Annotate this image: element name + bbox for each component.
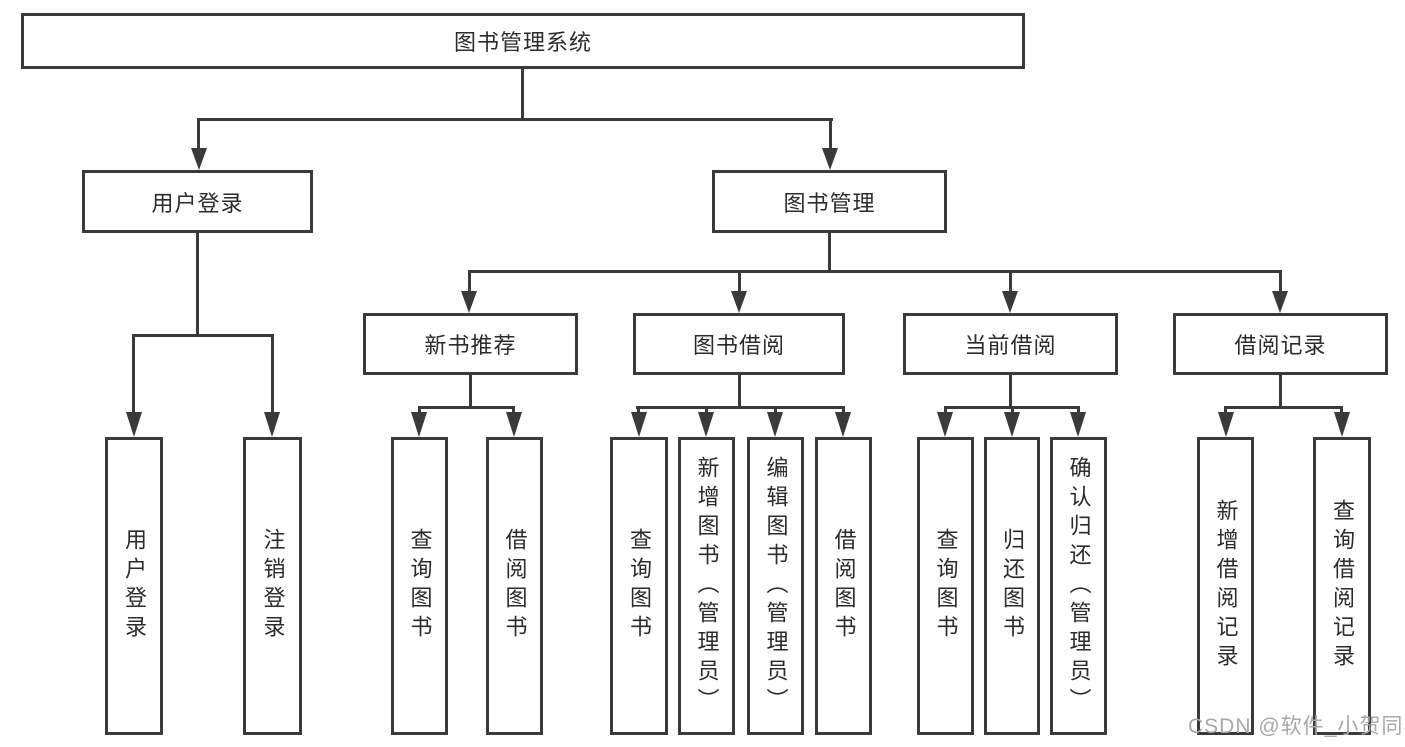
connector-user-login-hline [132,334,274,337]
arrow-down-icon [191,148,207,170]
connector-current-vline [1011,406,1014,414]
leaf-label: 新增图书（管理员） [694,455,720,717]
arrow-down-icon [1070,412,1086,437]
connector-current-vline [1077,406,1080,414]
node-leaf-return-books: 归还图书 [984,437,1040,735]
arrow-down-icon [1004,412,1020,437]
arrow-down-icon [506,412,522,437]
node-book-borrowing: 图书借阅 [633,313,845,375]
connector-book-management-vline [1279,270,1282,291]
node-leaf-user-login: 用户登录 [105,437,163,735]
node-leaf-query-books-borrowing: 查询图书 [610,437,668,735]
connector-new-book-stub [469,375,472,408]
node-leaf-confirm-return-admin: 确认归还（管理员） [1050,437,1107,735]
connector-records-hline [1224,406,1343,409]
connector-book-management-hline [468,270,1282,273]
arrow-down-icon [411,412,427,437]
arrow-down-icon [1272,291,1288,313]
leaf-label: 查询借阅记录 [1330,499,1355,673]
node-root: 图书管理系统 [21,13,1025,69]
node-user-login: 用户登录 [82,170,313,233]
node-leaf-query-borrow-record: 查询借阅记录 [1313,437,1371,735]
arrow-down-icon [835,412,851,437]
connector-new-book-vline [512,406,515,414]
arrow-down-icon [461,291,477,313]
arrow-down-icon [767,412,783,437]
connector-root-stub [521,69,524,120]
connector-borrowing-vline [637,406,640,414]
leaf-label: 归还图书 [1000,528,1025,644]
leaf-label: 借阅图书 [831,528,857,644]
node-leaf-query-books-current: 查询图书 [917,437,974,735]
arrow-down-icon [937,412,953,437]
csdn-watermark: CSDN @软件_小贺同学 [1188,715,1405,738]
connector-user-login-stub [196,233,199,336]
arrow-down-icon [731,291,747,313]
arrow-down-icon [1218,412,1234,437]
node-leaf-query-books-recommend: 查询图书 [391,437,448,735]
leaf-label: 查询图书 [933,528,959,644]
arrow-down-icon [126,412,142,437]
connector-root-hline [197,118,833,121]
connector-records-vline [1340,406,1343,414]
connector-borrowing-vline [774,406,777,414]
arrow-down-icon [822,148,838,170]
leaf-label: 确认归还（管理员） [1066,455,1092,717]
connector-borrowing-stub [738,375,741,408]
leaf-label: 注销登录 [260,528,286,644]
arrow-down-icon [1002,291,1018,313]
node-current-borrowing: 当前借阅 [903,313,1118,375]
connector-new-book-hline [418,406,515,409]
connector-user-login-vline [271,334,274,415]
node-leaf-borrow-books: 借阅图书 [815,437,872,735]
node-new-book-recommend: 新书推荐 [363,313,578,375]
node-book-management: 图书管理 [712,170,947,233]
arrow-down-icon [698,412,714,437]
connector-borrowing-vline [705,406,708,414]
connector-book-management-vline [738,270,741,291]
node-leaf-add-borrow-record: 新增借阅记录 [1197,437,1254,735]
leaf-label: 查询图书 [407,528,433,644]
connector-new-book-vline [418,406,421,414]
leaf-label: 查询图书 [627,528,652,644]
connector-book-management-stub [828,233,831,272]
connector-records-vline [1224,406,1227,414]
arrow-down-icon [1334,412,1350,437]
connector-root-right-vline [829,118,832,150]
arrow-down-icon [264,412,280,437]
connector-borrowing-hline [636,406,845,409]
connector-records-stub [1279,375,1282,408]
connector-current-vline [944,406,947,414]
node-borrowing-records: 借阅记录 [1173,313,1388,375]
arrow-down-icon [631,412,647,437]
leaf-label: 用户登录 [122,528,147,644]
connector-borrowing-vline [842,406,845,414]
connector-book-management-vline [468,270,471,291]
node-leaf-borrow-books-recommend: 借阅图书 [486,437,543,735]
connector-root-left-vline [197,118,200,150]
leaf-label: 新增借阅记录 [1213,499,1239,673]
node-leaf-logout: 注销登录 [243,437,302,735]
leaf-label: 编辑图书（管理员） [763,455,789,717]
node-leaf-edit-books-admin: 编辑图书（管理员） [747,437,804,735]
leaf-label: 借阅图书 [502,528,528,644]
node-leaf-add-books-admin: 新增图书（管理员） [678,437,735,735]
connector-user-login-vline [132,334,135,415]
connector-book-management-vline [1009,270,1012,291]
connector-current-stub [1009,375,1012,408]
